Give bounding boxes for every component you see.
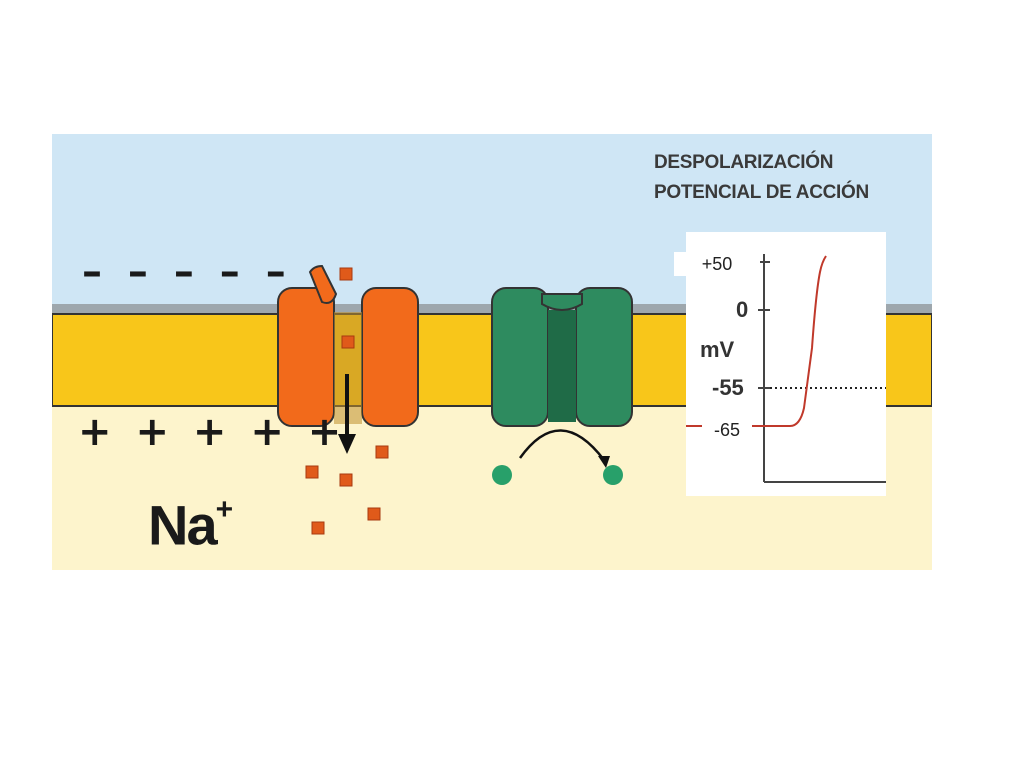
overlay-label-minus65: -65 (702, 418, 752, 442)
title-line-2: POTENCIAL DE ACCIÓN (654, 182, 869, 203)
sodium-channel-right-subunit (361, 287, 419, 427)
sodium-ion (339, 267, 353, 281)
sodium-ion (305, 465, 319, 479)
sodium-ion (375, 445, 389, 459)
sodium-channel (277, 264, 419, 454)
title-line-1: DESPOLARIZACIÓN (654, 152, 834, 173)
ion-charge: + (215, 493, 233, 526)
y-axis-unit: mV (700, 337, 735, 362)
transport-arrow (518, 429, 605, 461)
overlay-label-plus50: +50 (674, 252, 760, 276)
ion-symbol: Na (148, 493, 218, 557)
sodium-channel-left-subunit (277, 287, 335, 427)
graph-canvas (686, 254, 886, 483)
action-potential-curve (686, 255, 827, 427)
intracellular-charge: + + + + + (78, 409, 347, 455)
ion-label: Na+ (148, 486, 233, 557)
potassium-channel-right-subunit (575, 287, 633, 427)
tick-label-threshold: -55 (712, 375, 744, 400)
extracellular-charge: – – – – – (82, 249, 292, 295)
sodium-ion (339, 473, 353, 487)
sodium-ion (311, 521, 325, 535)
potassium-ion (603, 465, 623, 485)
potassium-channel (491, 287, 633, 468)
diagram-title: DESPOLARIZACIÓN POTENCIAL DE ACCIÓN (654, 148, 869, 208)
transport-arrow-head (598, 456, 610, 468)
influx-arrow-head (338, 434, 356, 454)
sodium-ion (367, 507, 381, 521)
tick-label-zero: 0 (736, 297, 749, 322)
potassium-ion (492, 465, 512, 485)
potassium-channel-pore (548, 310, 576, 422)
sodium-ions (305, 267, 389, 535)
membrane-diagram: DESPOLARIZACIÓN POTENCIAL DE ACCIÓN – – … (52, 134, 932, 570)
potassium-channel-left-subunit (491, 287, 549, 427)
potential-graph: mV 0 -55 (686, 232, 886, 496)
potassium-channel-gate (541, 293, 583, 311)
sodium-channel-gate (308, 264, 338, 304)
sodium-ion (341, 335, 355, 349)
